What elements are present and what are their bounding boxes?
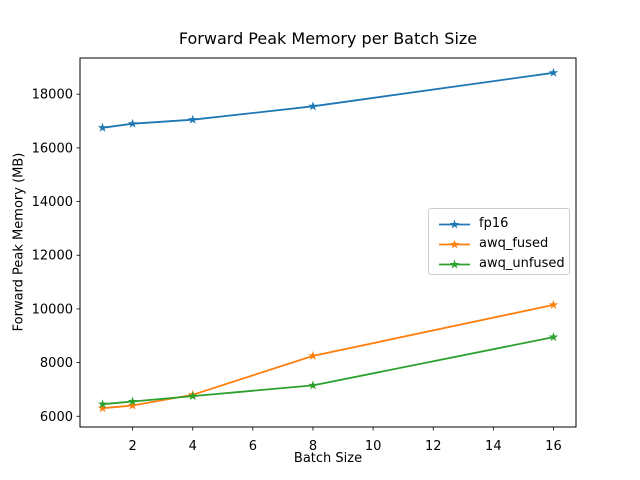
svg-text:10000: 10000 — [32, 302, 73, 317]
legend-line-marker-awq-fused — [439, 239, 470, 249]
legend-item-awq-unfused: awq_unfused — [438, 254, 569, 274]
svg-text:2: 2 — [128, 439, 136, 454]
legend-label-fp16: fp16 — [479, 216, 509, 231]
svg-text:16: 16 — [545, 439, 562, 454]
svg-text:16000: 16000 — [32, 141, 73, 156]
svg-text:10: 10 — [365, 439, 382, 454]
legend-item-fp16: fp16 — [438, 214, 569, 234]
legend-line-marker-awq-unfused — [439, 259, 470, 269]
svg-text:8000: 8000 — [40, 356, 73, 371]
legend-item-awq-fused: awq_fused — [438, 234, 569, 254]
legend-label-awq-fused: awq_fused — [479, 236, 549, 251]
legend-label-awq-unfused: awq_unfused — [479, 256, 565, 271]
svg-text:6: 6 — [249, 439, 257, 454]
y-axis-label: Forward Peak Memory (MB) — [11, 152, 27, 332]
legend-line-marker-fp16 — [439, 219, 470, 229]
svg-text:8: 8 — [309, 439, 317, 454]
svg-text:6000: 6000 — [40, 410, 73, 425]
svg-text:12: 12 — [425, 439, 442, 454]
svg-text:4: 4 — [189, 439, 197, 454]
legend: fp16 awq_fused awq_unfused — [428, 208, 570, 275]
svg-text:18000: 18000 — [32, 88, 73, 103]
svg-text:14: 14 — [485, 439, 502, 454]
x-axis-label: Batch Size — [293, 451, 363, 466]
chart-title: Forward Peak Memory per Batch Size — [178, 29, 478, 48]
svg-text:12000: 12000 — [32, 249, 73, 264]
svg-text:14000: 14000 — [32, 195, 73, 210]
